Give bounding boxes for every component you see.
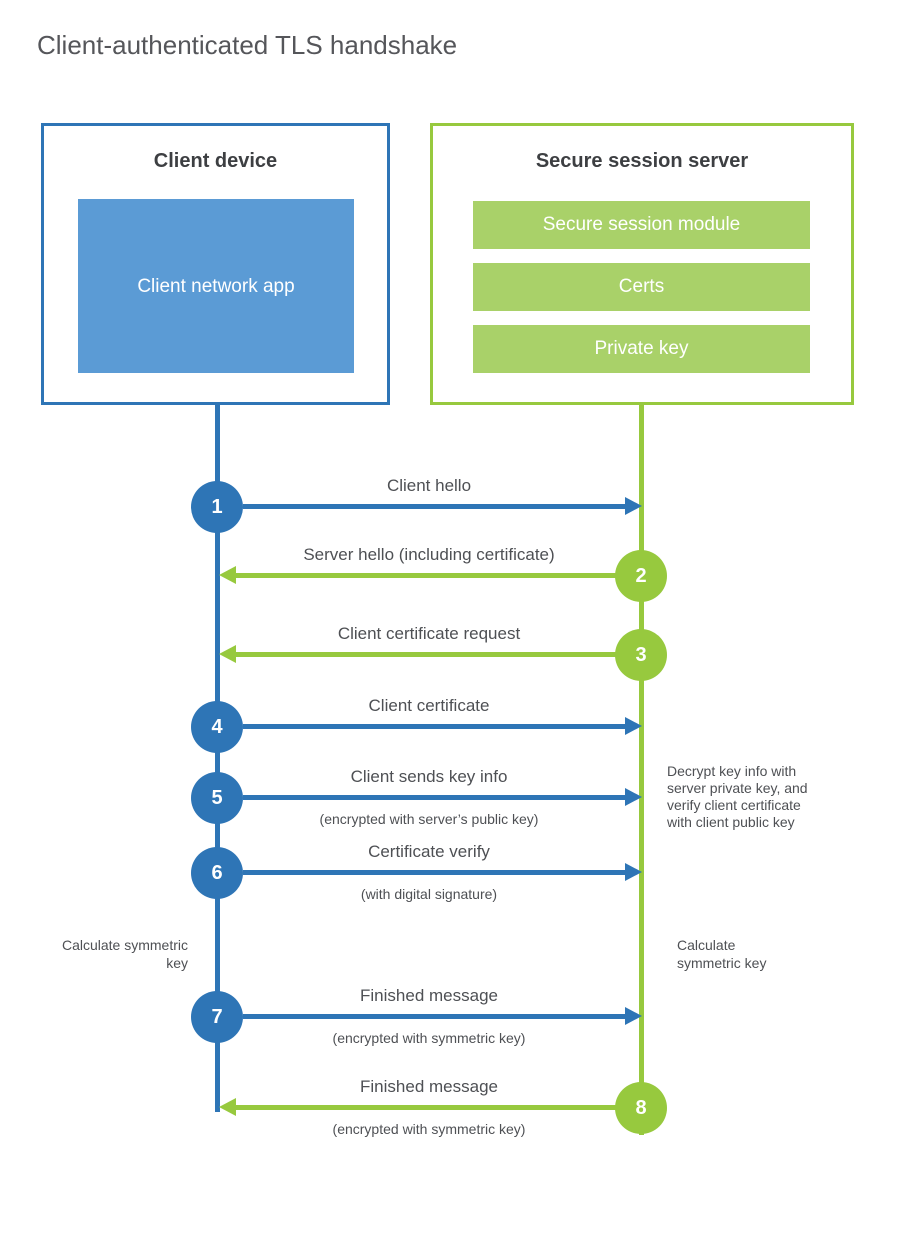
step-2-circle: 2 — [615, 550, 667, 602]
step-6-label: Certificate verify — [368, 842, 490, 861]
step-7-arrowhead-right-icon — [625, 1007, 642, 1025]
step-5-arrowhead-right-icon — [625, 788, 642, 806]
client-device-title: Client device — [153, 150, 278, 172]
step-5-circle: 5 — [191, 772, 243, 824]
step-4-label: Client certificate — [368, 696, 490, 715]
step-8-circle: 8 — [615, 1082, 667, 1134]
decrypt-key-info-note: Decrypt key info with server private key… — [667, 763, 808, 830]
step-3-circle: 3 — [615, 629, 667, 681]
secure-session-server-title: Secure session server — [535, 150, 749, 172]
step-8-sublabel: (encrypted with symmetric key) — [332, 1121, 526, 1137]
step-4-arrowhead-right-icon — [625, 717, 642, 735]
step-1-arrow-line — [243, 504, 625, 509]
step-1-circle: 1 — [191, 481, 243, 533]
client-lifeline — [215, 405, 220, 1112]
step-8-label: Finished message — [360, 1077, 498, 1096]
step-3-arrow-line — [235, 652, 617, 657]
step-5-arrow-line — [243, 795, 625, 800]
calculate-symmetric-key-note-left: Calculate symmetric key — [61, 937, 188, 971]
step-1-label: Client hello — [386, 476, 472, 495]
secure-session-server-box: Secure session server Secure session mod… — [430, 123, 854, 405]
client-device-box: Client device Client network app — [41, 123, 390, 405]
step-7-sublabel: (encrypted with symmetric key) — [332, 1030, 526, 1046]
step-7-circle: 7 — [191, 991, 243, 1043]
step-2-arrowhead-left-icon — [219, 566, 236, 584]
step-6-circle: 6 — [191, 847, 243, 899]
step-2-label: Server hello (including certificate) — [303, 545, 555, 564]
step-6-arrow-line — [243, 870, 625, 875]
step-8-arrowhead-left-icon — [219, 1098, 236, 1116]
step-4-circle: 4 — [191, 701, 243, 753]
client-network-app-module: Client network app — [78, 199, 354, 373]
step-7-arrow-line — [243, 1014, 625, 1019]
step-8-arrow-line — [235, 1105, 617, 1110]
step-6-sublabel: (with digital signature) — [360, 886, 498, 902]
step-3-arrowhead-left-icon — [219, 645, 236, 663]
server-module-certs: Certs — [473, 263, 810, 311]
step-2-arrow-line — [235, 573, 617, 578]
step-1-arrowhead-right-icon — [625, 497, 642, 515]
server-module-secure-session-module: Secure session module — [473, 201, 810, 249]
server-lifeline — [639, 405, 644, 1135]
step-6-arrowhead-right-icon — [625, 863, 642, 881]
page-title: Client-authenticated TLS handshake — [37, 30, 458, 60]
step-5-sublabel: (encrypted with server’s public key) — [319, 811, 539, 827]
step-7-label: Finished message — [360, 986, 498, 1005]
step-5-label: Client sends key info — [350, 767, 508, 786]
calculate-symmetric-key-note-right: Calculate symmetric key — [677, 937, 767, 971]
step-4-arrow-line — [243, 724, 625, 729]
server-module-private-key: Private key — [473, 325, 810, 373]
step-3-label: Client certificate request — [337, 624, 521, 643]
